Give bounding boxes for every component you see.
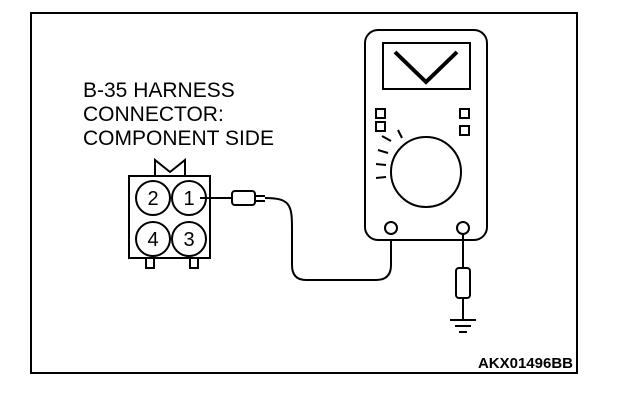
- pin-2-label: 2: [147, 188, 158, 210]
- meter-switch-mid-right: [459, 125, 470, 136]
- connector-label-line-1: B-35 HARNESS: [83, 79, 235, 102]
- probe-boot: [255, 195, 265, 202]
- positive-probe: [200, 190, 265, 206]
- meter-switch-top-left: [375, 108, 386, 119]
- test-lead-wire: [264, 197, 392, 281]
- meter-switch-mid-left: [375, 121, 386, 132]
- voltage-symbol-icon: [393, 50, 459, 85]
- ground-probe-handle: [455, 267, 471, 299]
- pin-3-label: 3: [183, 229, 194, 251]
- pin-1-label: 1: [183, 188, 194, 210]
- meter-jack-positive: [384, 221, 398, 235]
- pin-3-circle: [171, 221, 207, 257]
- voltmeter: [364, 29, 488, 241]
- b35-connector: 2 1 4 3: [128, 157, 211, 269]
- ground-probe: [450, 234, 476, 333]
- diagram-frame: [30, 12, 578, 374]
- connector-label-line-3: COMPONENT SIDE: [83, 127, 274, 150]
- probe-handle: [231, 190, 256, 206]
- pin-4-circle: [135, 221, 171, 257]
- pin-4-label: 4: [147, 229, 158, 251]
- connector-foot-left: [145, 257, 155, 269]
- meter-jack-common: [456, 221, 470, 235]
- connector-lock-tab: [154, 157, 186, 176]
- figure-code: AKX01496BB: [478, 355, 573, 372]
- connector-label-line-2: CONNECTOR:: [83, 103, 224, 126]
- pin-2-circle: [135, 180, 171, 216]
- connector-label: B-35 HARNESS CONNECTOR: COMPONENT SIDE: [83, 79, 274, 150]
- rotary-selector-dial: [390, 136, 462, 208]
- connector-foot-right: [189, 257, 199, 269]
- meter-switch-top-right: [459, 108, 470, 119]
- dial-tick-marks: [375, 129, 403, 179]
